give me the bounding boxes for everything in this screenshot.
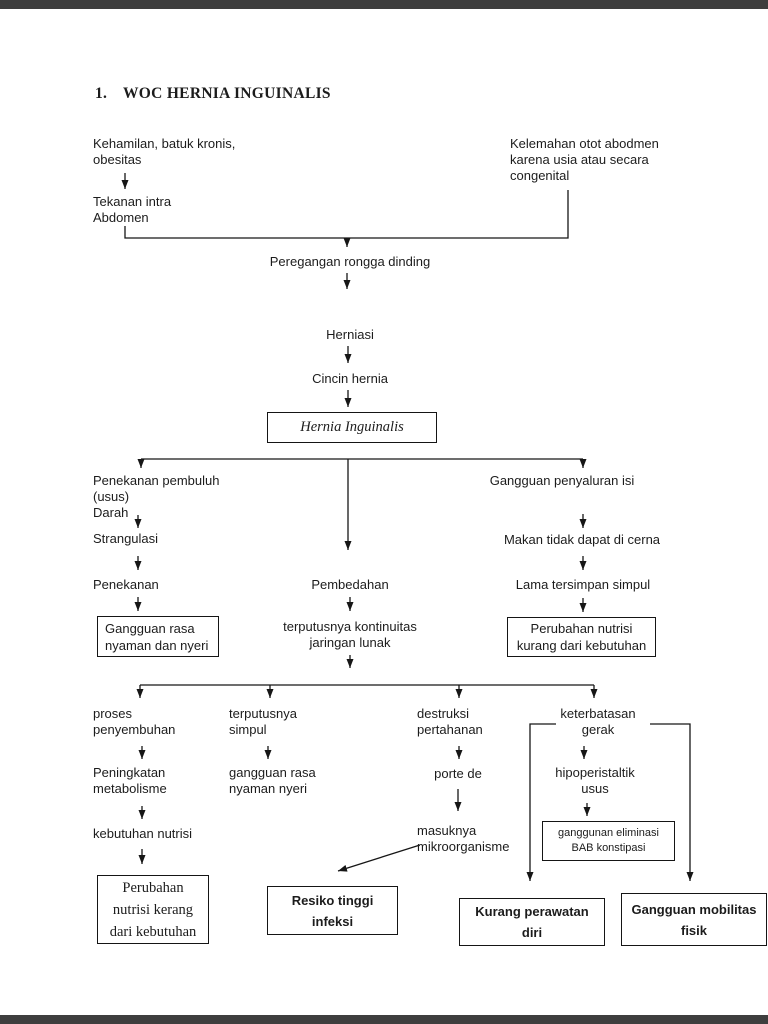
node-porte-de: porte de — [434, 766, 482, 781]
box-kurang-perawatan-diri: Kurang perawatan diri — [459, 898, 605, 946]
node-kelemahan: Kelemahan otot abodmen karena usia atau … — [510, 136, 659, 183]
node-hipoperistaltik-usus: hipoperistaltik usus — [555, 765, 635, 796]
box-gangguan-rasa-nyaman: Gangguan rasa nyaman dan nyeri — [97, 616, 219, 657]
node-makan-tidak-dapat: Makan tidak dapat di cerna — [503, 532, 661, 547]
node-kebutuhan-nutrisi: kebutuhan nutrisi — [93, 826, 193, 841]
node-tekanan-intra: Tekanan intra Abdomen — [93, 194, 172, 225]
node-keterbatasan-gerak: keterbatasan gerak — [560, 706, 636, 737]
box-ganggunan-eliminasi: ganggunan eliminasi BAB konstipasi — [542, 821, 675, 861]
page-top-edge — [0, 0, 768, 9]
box-resiko-tinggi-infeksi: Resiko tinggi infeksi — [267, 886, 398, 935]
node-destruksi-pertahanan: destruksi pertahanan — [417, 706, 483, 737]
node-terputusnya-simpul: terputusnya simpul — [229, 706, 297, 737]
node-penekanan-pembuluh: Penekanan pembuluh (usus) Darah — [93, 473, 220, 520]
node-penekanan: Penekanan — [93, 577, 159, 592]
arrow-masuknya-resiko — [337, 844, 421, 872]
node-herniasi: Herniasi — [326, 327, 374, 342]
node-kehamilan: Kehamilan, batuk kronis, obesitas — [93, 136, 236, 167]
node-pembedahan: Pembedahan — [311, 577, 389, 592]
box-hernia-inguinalis: Hernia Inguinalis — [267, 412, 437, 443]
page-bottom-edge — [0, 1015, 768, 1024]
node-peningkatan-metabolisme: Peningkatan metabolisme — [93, 765, 167, 796]
node-gangguan-rasa-nyaman-nyeri: gangguan rasa nyaman nyeri — [229, 765, 316, 796]
node-peregangan: Peregangan rongga dinding — [269, 254, 431, 269]
box-gangguan-mobilitas-fisik: Gangguan mobilitas fisik — [621, 893, 767, 946]
connector-top-merge — [124, 190, 569, 239]
node-terputusnya-kontinuitas: terputusnya kontinuitas jaringan lunak — [283, 619, 417, 650]
box-perubahan-nutrisi-kerang: Perubahan nutrisi kerang dari kebutuhan — [97, 875, 209, 944]
node-strangulasi: Strangulasi — [93, 531, 159, 546]
title-number: 1. — [95, 85, 108, 102]
page-title: WOC HERNIA INGUINALIS — [123, 85, 331, 102]
node-proses-penyembuhan: proses penyembuhan — [93, 706, 176, 737]
node-cincin-hernia: Cincin hernia — [312, 371, 388, 386]
node-lama-tersimpan: Lama tersimpan simpul — [515, 577, 651, 592]
node-masuknya-mikroorganisme: masuknya mikroorganisme — [417, 823, 510, 854]
node-gangguan-penyaluran: Gangguan penyaluran isi — [489, 473, 635, 488]
box-perubahan-nutrisi-kurang: Perubahan nutrisi kurang dari kebutuhan — [507, 617, 656, 657]
